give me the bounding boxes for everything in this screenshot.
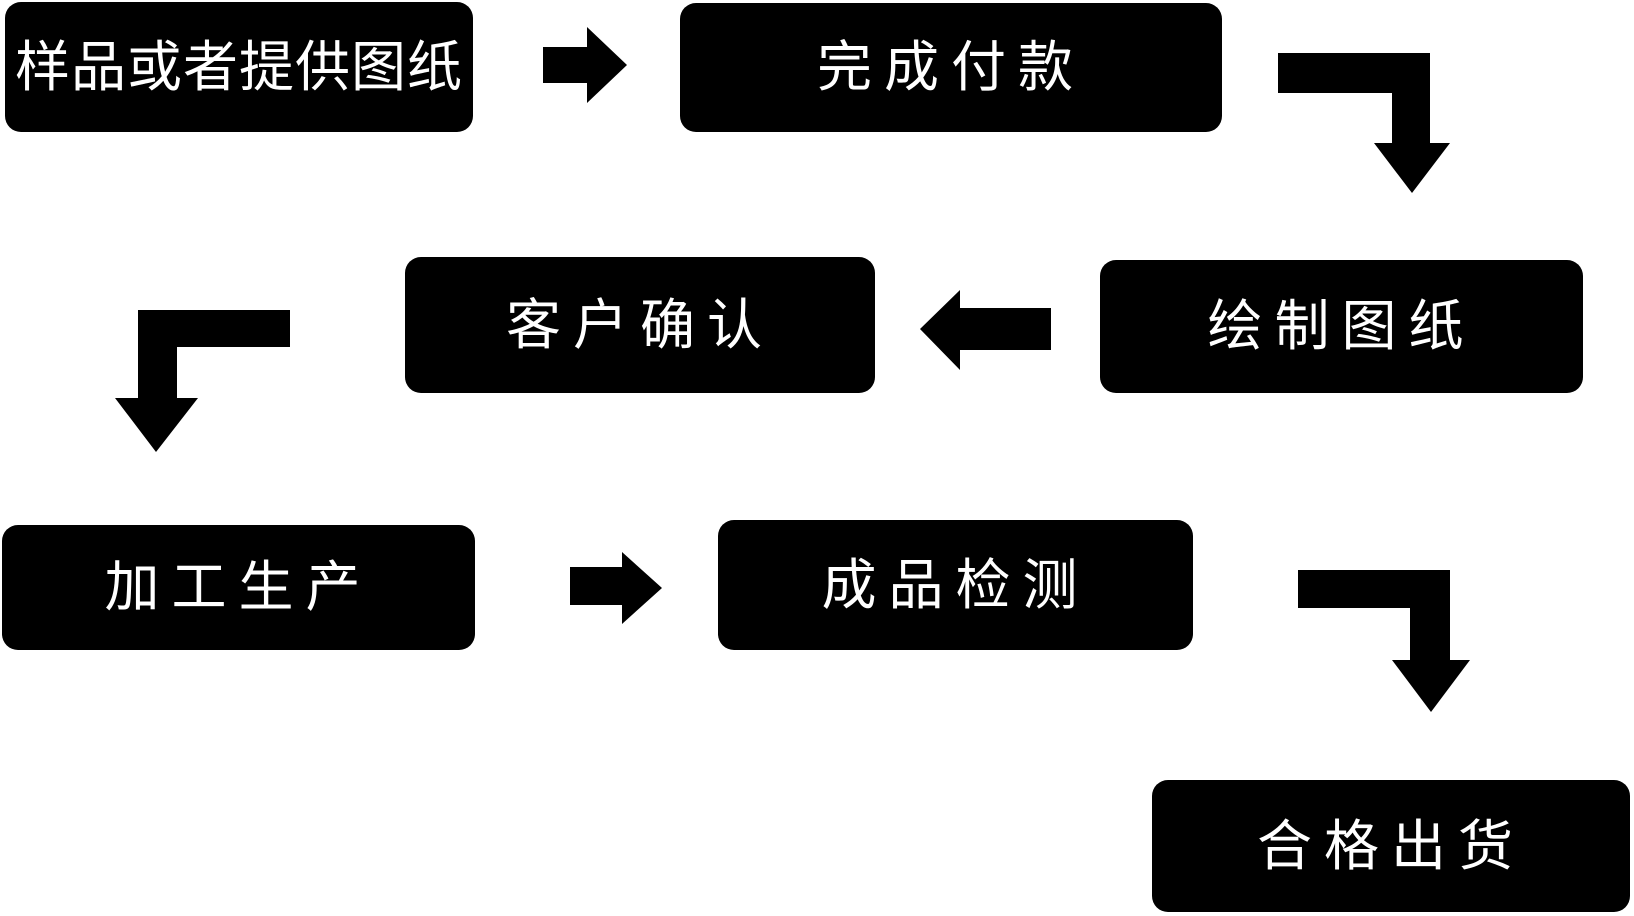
flow-node-label: 成品检测	[821, 552, 1090, 617]
flow-node-label: 加工生产	[104, 555, 373, 619]
arrow-right-sample-to-payment-icon	[543, 27, 627, 103]
arrow-elbow-inspection-to-shipment-icon	[1298, 570, 1470, 712]
flow-node-label: 客户确认	[505, 292, 774, 357]
arrow-elbow-confirm-to-production-icon	[115, 310, 290, 452]
flow-node-sample-or-drawing: 样品或者提供图纸	[5, 2, 473, 132]
flow-node-customer-confirmation: 客户确认	[405, 257, 875, 393]
flow-node-processing-production: 加工生产	[2, 525, 475, 650]
arrow-right-production-to-inspection-icon	[570, 552, 662, 624]
flow-node-label: 绘制图纸	[1207, 294, 1476, 358]
flow-node-label: 合格出货	[1256, 813, 1525, 878]
arrow-elbow-payment-to-drawing-icon	[1278, 53, 1450, 193]
flow-node-label: 样品或者提供图纸	[14, 34, 463, 99]
flow-node-qualified-shipment: 合格出货	[1152, 780, 1630, 912]
flow-node-label: 完成付款	[816, 35, 1085, 99]
arrow-left-drawing-to-confirm-icon	[920, 290, 1051, 370]
flow-node-draw-drawings: 绘制图纸	[1100, 260, 1583, 393]
flow-node-complete-payment: 完成付款	[680, 3, 1222, 132]
flow-node-finished-product-inspection: 成品检测	[718, 520, 1193, 650]
